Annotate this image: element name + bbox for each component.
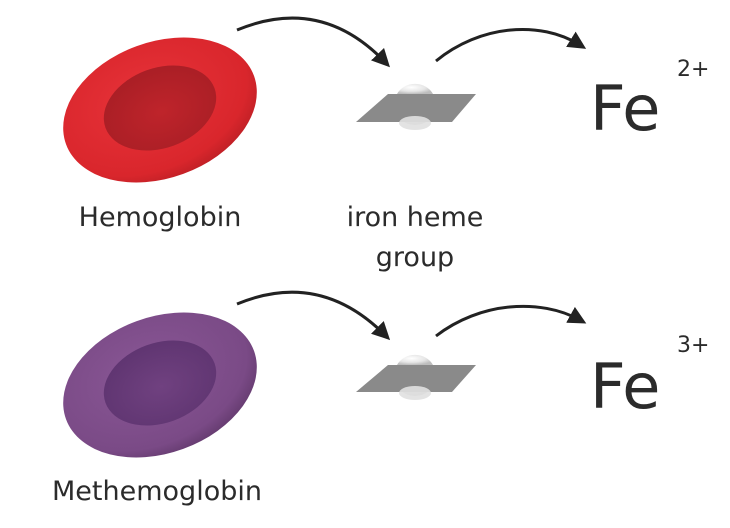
fe-element-label: Fe — [590, 350, 660, 423]
arrow-icon — [236, 290, 391, 341]
fe-element-label: Fe — [590, 72, 660, 145]
arrow-icon — [435, 28, 587, 63]
arrow-icon — [236, 16, 390, 68]
heme-label-line2: group — [376, 242, 454, 273]
arrow-icon — [435, 304, 587, 338]
heme-group-icon — [356, 83, 476, 130]
hemoglobin-label: Hemoglobin — [79, 202, 242, 233]
heme-label-line1: iron heme — [347, 202, 484, 233]
heme-group-icon — [356, 354, 476, 400]
methemoglobin-cell-icon — [63, 312, 257, 458]
fe-charge-label: 2+ — [677, 57, 709, 82]
methemoglobin-label: Methemoglobin — [52, 476, 262, 507]
hemoglobin-cell-icon — [63, 37, 257, 183]
fe-charge-label: 3+ — [677, 333, 709, 358]
